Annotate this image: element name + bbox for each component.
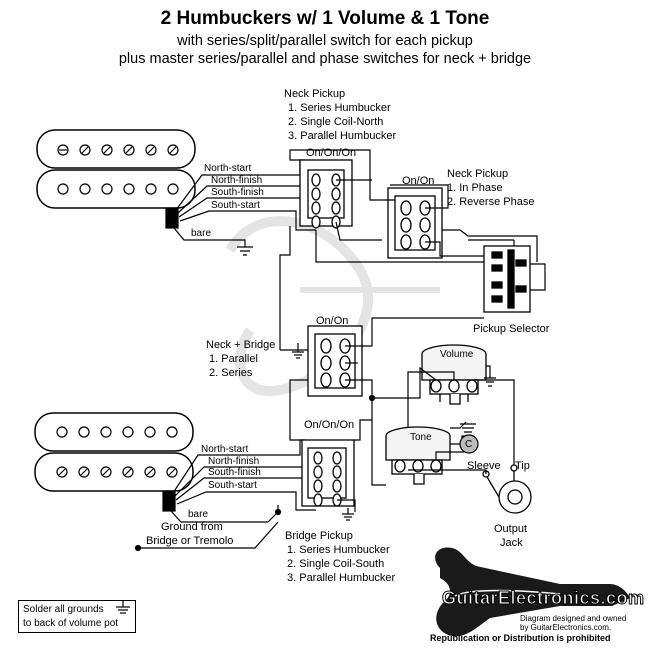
neck-wire-bare: bare (191, 228, 212, 239)
bridge-switch-option-2: 2. Single Coil-South (287, 558, 385, 570)
neck-bridge-switch-option-1: 1. Parallel (209, 353, 258, 365)
phase-switch-title: Neck Pickup (447, 168, 509, 180)
bridge-switch-title: Bridge Pickup (285, 530, 353, 542)
solder-note-box: Solder all grounds to back of volume pot (18, 600, 136, 633)
neck-switch-option-3: 3. Parallel Humbucker (288, 130, 397, 142)
neck-wire-south-start: South-start (211, 200, 260, 211)
neck-wire-south-finish: South-finish (211, 187, 264, 198)
solder-note-line-1: Solder all grounds (23, 604, 104, 615)
bridge-switch (301, 439, 355, 507)
capacitor-label: C (465, 439, 473, 450)
output-jack (408, 464, 532, 514)
solder-note-line-2: to back of volume pot (23, 618, 119, 629)
volume-pot (421, 344, 487, 405)
bridge-pickup-leads (162, 439, 316, 523)
neck-bridge-switch (307, 325, 363, 397)
phase-switch (387, 187, 443, 259)
bridge-switch-option-3: 3. Parallel Humbucker (287, 572, 396, 584)
diagram-subtitle-2: plus master series/parallel and phase sw… (118, 51, 532, 67)
bridge-humbucker (34, 412, 194, 492)
capacitor (459, 434, 479, 454)
ground-symbol-bridge-switch (342, 508, 354, 521)
neck-bridge-switch-type: On/On (316, 315, 349, 327)
pickup-selector-label: Pickup Selector (473, 323, 550, 335)
output-jack-label-1: Output (494, 523, 528, 535)
diagram-title: 2 Humbuckers w/ 1 Volume & 1 Tone (160, 8, 490, 29)
bridge-wire-north-start: North-start (201, 444, 249, 455)
neck-switch-title: Neck Pickup (284, 88, 346, 100)
phase-switch-type: On/On (402, 175, 435, 187)
pickup-selector (483, 245, 531, 313)
jack-tip-label: Tip (515, 460, 530, 472)
logo-name: GuitarElectronics.com (442, 588, 645, 609)
ground-symbol-note (116, 601, 130, 614)
phase-switch-option-2: 2. Reverse Phase (447, 196, 535, 208)
tone-label: Tone (410, 432, 432, 443)
bridge-switch-option-1: 1. Series Humbucker (287, 544, 390, 556)
ground-note-line-1: Ground from (161, 521, 223, 533)
neck-wire-north-start: North-start (204, 163, 252, 174)
neck-bridge-switch-title: Neck + Bridge (206, 339, 276, 351)
neck-polepieces (57, 144, 179, 195)
neck-switch-option-2: 2. Single Coil-North (288, 116, 384, 128)
neck-switch-type: On/On/On (306, 147, 357, 159)
bridge-polepieces (56, 426, 178, 478)
bridge-wire-south-finish: South-finish (208, 467, 261, 478)
volume-label: Volume (440, 349, 474, 360)
bridge-wire-bare: bare (188, 509, 209, 520)
phase-switch-option-1: 1. In Phase (447, 182, 503, 194)
logo-guitar-icon (435, 547, 630, 637)
bridge-wire-north-finish: North-finish (208, 456, 260, 467)
jack-sleeve-label: Sleeve (467, 460, 501, 472)
neck-humbucker (36, 129, 196, 209)
logo-credit-1: Diagram designed and owned (520, 614, 627, 623)
logo-republication: Republication or Distribution is prohibi… (430, 633, 611, 643)
ground-symbol-neck-switch (292, 343, 304, 359)
bridge-switch-type: On/On/On (304, 419, 355, 431)
logo-credit-2: by GuitarElectronics.com. (520, 623, 612, 632)
bridge-wire-south-start: South-start (208, 480, 257, 491)
neck-bridge-switch-option-2: 2. Series (209, 367, 253, 379)
bridge-ground-wire (134, 508, 282, 552)
neck-wire-north-finish: North-finish (211, 175, 263, 186)
output-jack-label-2: Jack (500, 537, 523, 549)
neck-switch (299, 159, 353, 229)
ground-note-line-2: Bridge or Tremolo (146, 535, 234, 547)
diagram-subtitle-1: with series/split/parallel switch for ea… (177, 33, 473, 49)
neck-switch-option-1: 1. Series Humbucker (288, 102, 391, 114)
